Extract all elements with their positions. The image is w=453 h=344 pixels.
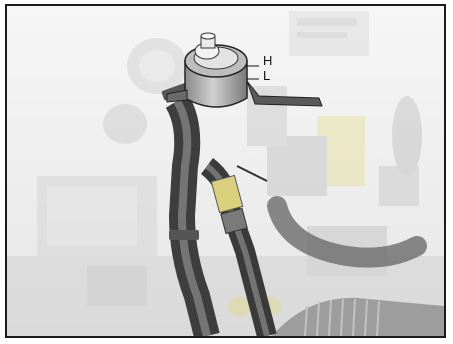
low-level-label: L [263,69,270,82]
high-level-label: H [263,54,272,67]
figure-frame: H L [5,4,446,338]
hose-clamp [169,230,199,240]
engine-bay-illustration [7,6,444,336]
